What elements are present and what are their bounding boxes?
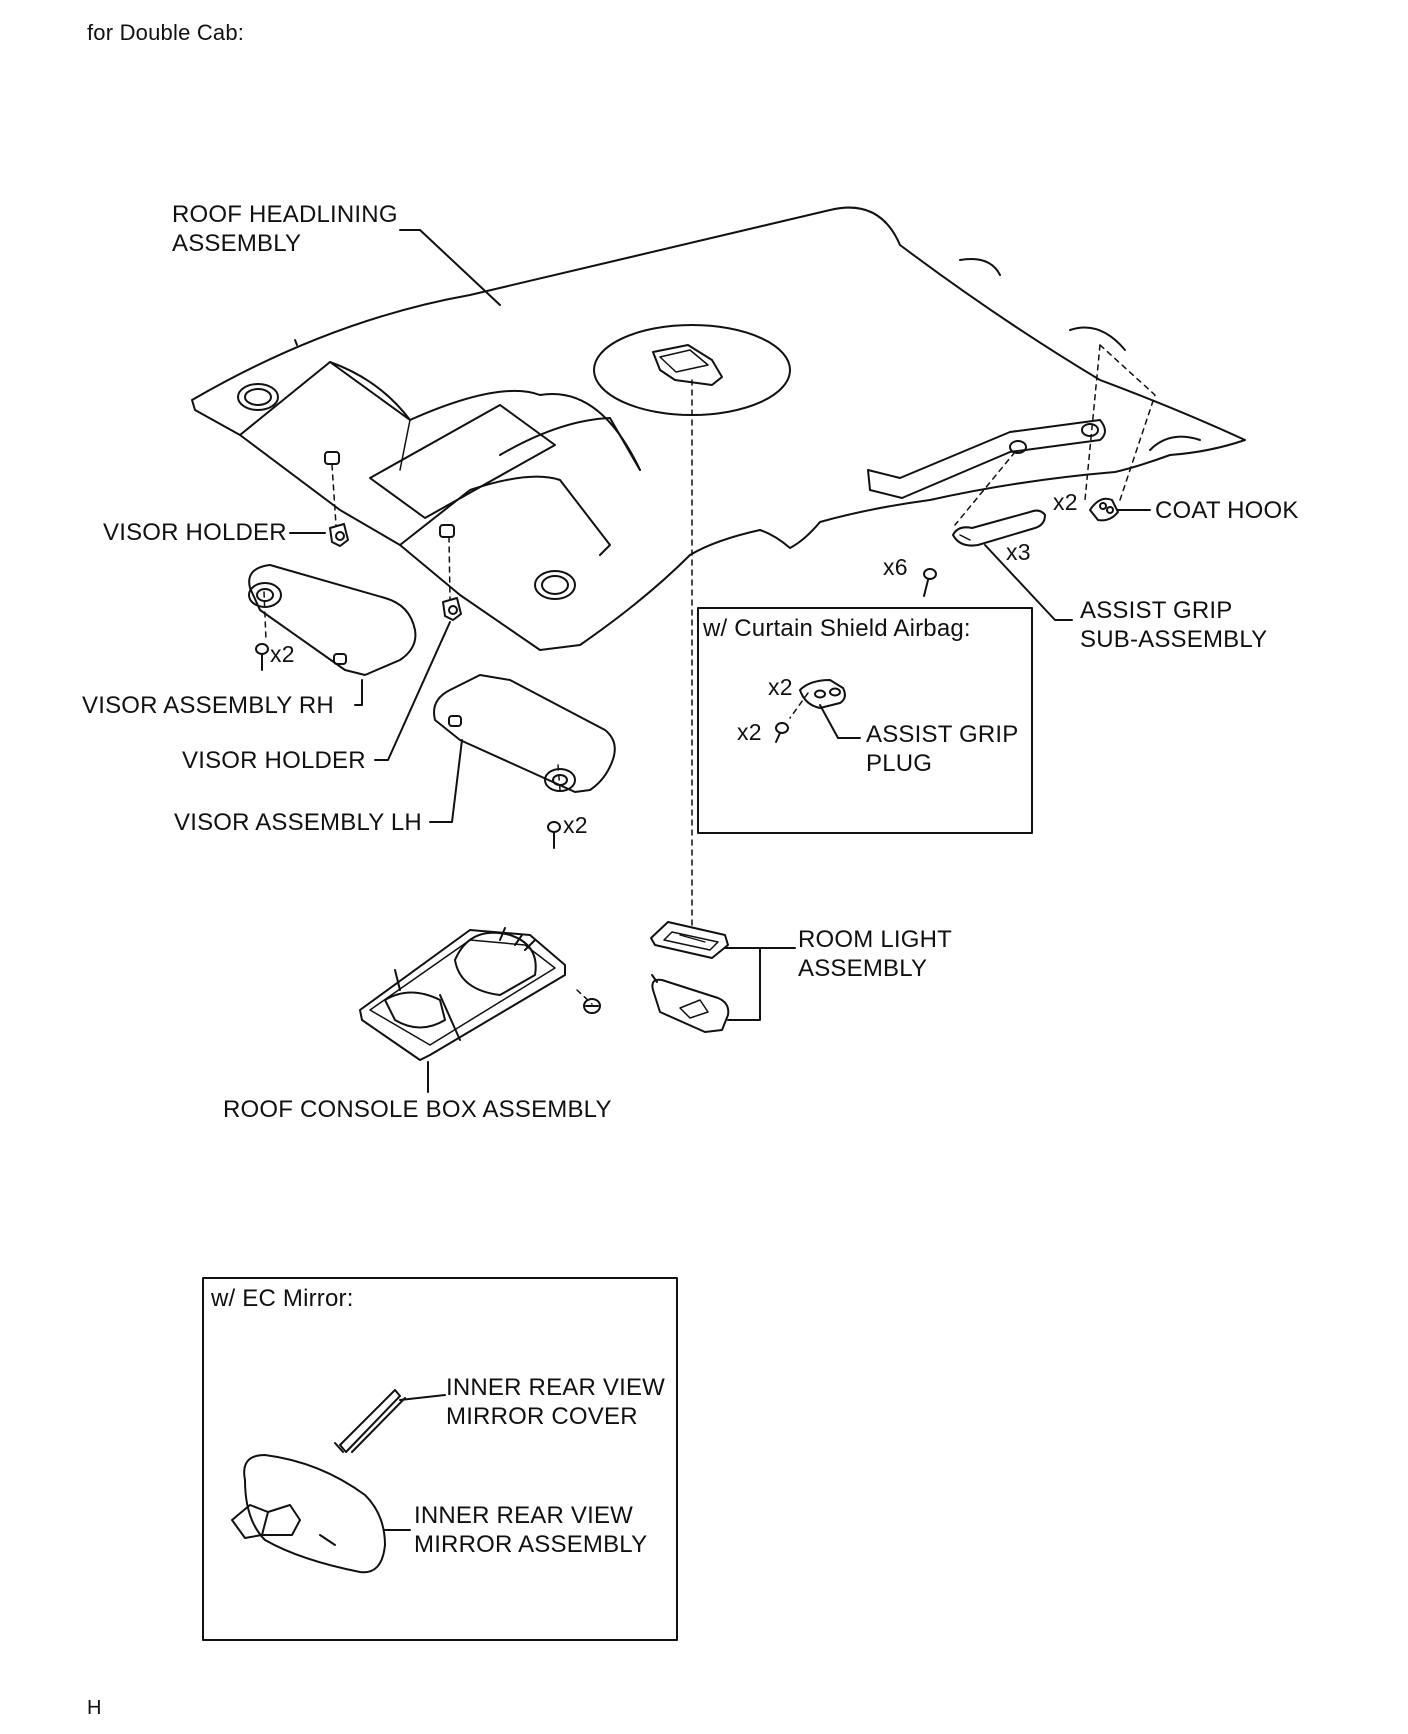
label-roof-console: ROOF CONSOLE BOX ASSEMBLY xyxy=(223,1096,612,1123)
grip-screw xyxy=(923,568,937,597)
qty-grip-count: x3 xyxy=(1006,539,1031,565)
page-header: for Double Cab: xyxy=(87,20,245,45)
qty-visor-rh-screws: x2 xyxy=(270,641,295,667)
visor-holder-upper-drawing xyxy=(329,523,349,547)
label-coat-hook: COAT HOOK xyxy=(1155,497,1299,524)
label-assist-grip-plug: ASSIST GRIP PLUG xyxy=(866,721,1019,777)
airbag-inset-title: w/ Curtain Shield Airbag: xyxy=(703,615,971,642)
visor-rh-drawing xyxy=(248,564,417,676)
visor-rh-screw xyxy=(255,643,269,671)
visor-holder-lower-drawing xyxy=(442,597,462,621)
qty-plug-screws: x2 xyxy=(737,719,762,745)
label-mirror-cover: INNER REAR VIEW MIRROR COVER xyxy=(446,1374,666,1430)
qty-grip-screws: x6 xyxy=(883,554,908,580)
mirror-inset-title: w/ EC Mirror: xyxy=(211,1285,354,1312)
qty-plug-count: x2 xyxy=(768,674,793,700)
qty-coat-hook: x2 xyxy=(1053,489,1078,515)
room-light-base-drawing xyxy=(651,974,730,1033)
label-visor-lh: VISOR ASSEMBLY LH xyxy=(174,809,422,836)
leader-assist-grip xyxy=(984,544,1073,621)
roof-console-drawing xyxy=(359,927,566,1061)
label-room-light: ROOM LIGHT ASSEMBLY xyxy=(798,926,953,982)
leader-room-light xyxy=(724,947,761,1021)
leader-assist-grip-plug xyxy=(819,704,861,739)
visor-lh-drawing xyxy=(433,674,616,793)
label-visor-rh: VISOR ASSEMBLY RH xyxy=(82,692,334,719)
page-footer: H xyxy=(87,1697,102,1719)
qty-visor-lh-screws: x2 xyxy=(563,812,588,838)
mirror-assembly-drawing xyxy=(231,1454,386,1574)
label-visor-holder-lower: VISOR HOLDER xyxy=(182,747,366,774)
label-mirror-assembly: INNER REAR VIEW MIRROR ASSEMBLY xyxy=(414,1502,648,1558)
label-visor-holder-upper: VISOR HOLDER xyxy=(103,519,287,546)
leader-visor-lh xyxy=(429,739,463,823)
leader-roof-headlining xyxy=(399,229,501,306)
assist-grip-plug-drawing xyxy=(799,679,846,709)
coat-hook-drawing xyxy=(1089,497,1119,522)
leader-mirror-cover xyxy=(399,1394,446,1401)
console-screw xyxy=(583,998,601,1014)
mirror-inset-frame xyxy=(202,1277,678,1641)
leader-visor-rh xyxy=(354,679,363,706)
label-roof-headlining: ROOF HEADLINING ASSEMBLY xyxy=(172,201,398,257)
visor-lh-screw xyxy=(547,821,561,849)
roof-headlining-drawing xyxy=(191,206,1246,651)
leader-visor-holder-lower xyxy=(374,621,451,761)
label-assist-grip: ASSIST GRIP SUB-ASSEMBLY xyxy=(1080,597,1268,653)
room-light-lens-drawing xyxy=(650,921,729,959)
assist-grip-drawing xyxy=(952,509,1046,547)
plug-screw xyxy=(775,722,789,743)
mirror-cover-drawing xyxy=(334,1389,406,1453)
airbag-inset-frame xyxy=(697,607,1033,834)
assembly-guide-lines xyxy=(263,344,1156,1005)
